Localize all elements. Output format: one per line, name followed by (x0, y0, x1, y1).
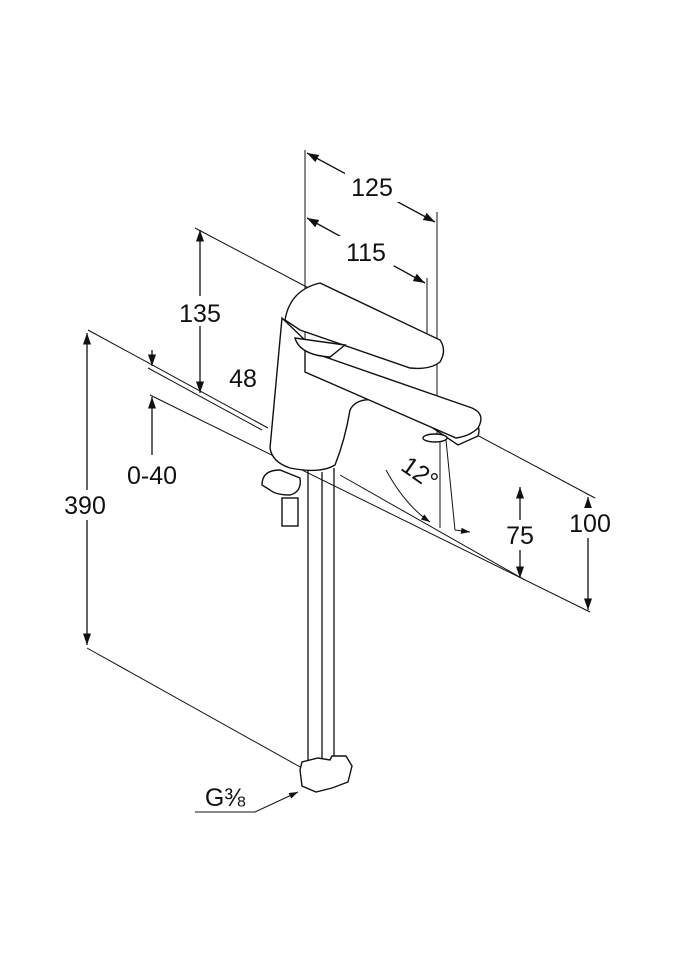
dimension-labels: 125 115 135 48 0-40 390 12° 75 100 G⅜ (55, 172, 620, 812)
thread-label: G⅜ (205, 784, 245, 812)
extension-lines (86, 150, 596, 769)
dim-100: 100 (569, 510, 611, 538)
dim-48: 48 (229, 365, 257, 393)
dim-75: 75 (506, 522, 534, 550)
dim-115: 115 (346, 239, 386, 267)
dim-125: 125 (351, 174, 393, 202)
dim-0-40: 0-40 (127, 462, 177, 490)
faucet-body (261, 282, 482, 793)
dim-angle: 12° (396, 451, 443, 496)
dim-390: 390 (64, 492, 106, 520)
dim-135: 135 (179, 300, 221, 328)
